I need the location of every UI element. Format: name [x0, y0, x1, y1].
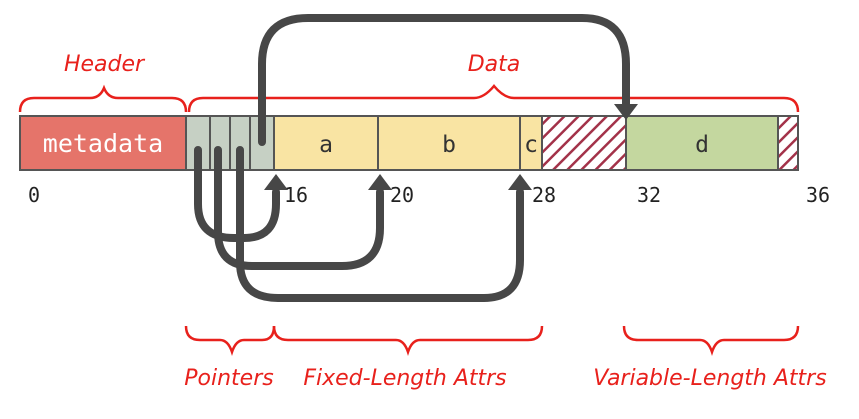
attr-d-cell: [625, 115, 779, 171]
arrowhead-d: [614, 104, 638, 120]
arrow-heads: [264, 104, 638, 190]
padding-hatch-1: [541, 115, 627, 171]
offset-28: 28: [532, 183, 556, 207]
fixed-brace: [272, 325, 544, 356]
arrow-to-c: [236, 146, 524, 302]
pointers-label: Pointers: [184, 366, 273, 391]
metadata-text: metadata: [43, 129, 163, 158]
variable-brace: [622, 325, 800, 356]
offset-36: 36: [806, 183, 830, 207]
attr-a-cell: [273, 115, 379, 171]
arrowhead-c: [508, 174, 532, 190]
variable-label: Variable-Length Attrs: [593, 366, 826, 391]
offset-32: 32: [637, 183, 661, 207]
offset-20: 20: [390, 183, 414, 207]
attr-c-text: c: [524, 132, 538, 158]
header-brace: [18, 84, 188, 113]
offset-0: 0: [28, 183, 40, 207]
fixed-label: Fixed-Length Attrs: [303, 366, 506, 391]
attr-b-text: b: [442, 132, 456, 158]
padding-hatch-2: [777, 115, 799, 171]
attr-a-text: a: [319, 132, 333, 158]
attr-b-cell: [377, 115, 521, 171]
arrowhead-a: [264, 174, 288, 190]
arrowhead-b: [368, 174, 392, 190]
data-brace: [187, 84, 800, 113]
offset-16: 16: [284, 183, 308, 207]
pointers-brace: [184, 325, 276, 356]
header-label: Header: [64, 52, 146, 77]
data-label: Data: [468, 52, 521, 77]
arrow-to-d: [258, 14, 630, 146]
arrow-to-b: [214, 146, 384, 270]
attr-d-text: d: [695, 132, 709, 158]
pointer-arrows: [194, 14, 630, 302]
metadata-cell: [19, 115, 187, 171]
